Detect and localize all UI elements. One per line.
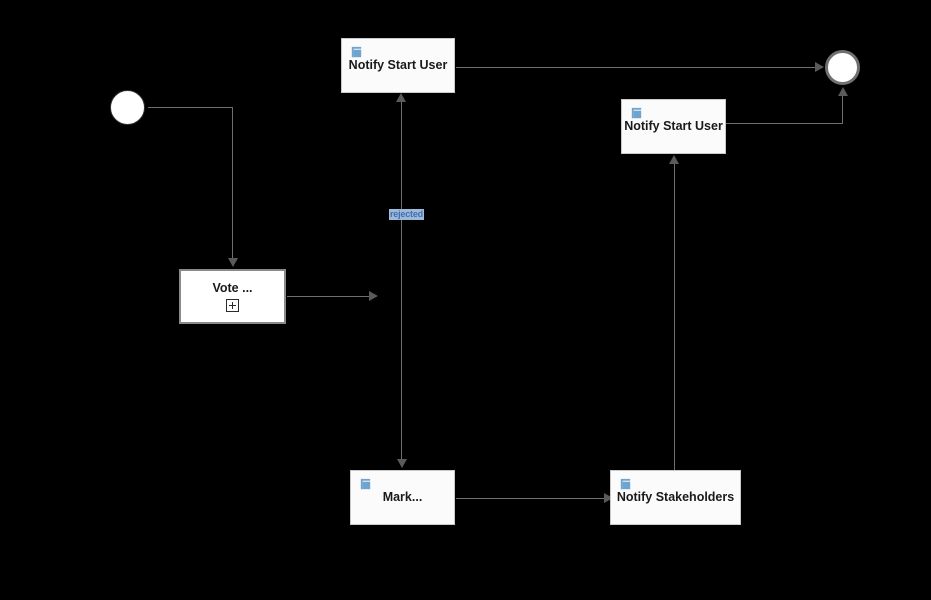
flow-start-to-vote-segment-v[interactable]	[232, 107, 233, 260]
script-task-icon	[618, 477, 633, 492]
start-event[interactable]	[110, 90, 145, 125]
flow-label-rejected[interactable]: rejected	[389, 209, 424, 220]
task-label: Mark...	[382, 490, 423, 505]
flow-vote-to-gateway-segment[interactable]	[287, 296, 373, 297]
script-task-icon	[358, 477, 373, 492]
subprocess-plus-icon[interactable]	[226, 299, 239, 313]
flow-gateway-to-notify-top-segment[interactable]	[401, 100, 402, 296]
script-task-icon	[349, 45, 364, 60]
flow-notify-top-to-end-arrowhead	[815, 62, 824, 72]
flow-notify-right-to-end-arrowhead	[838, 87, 848, 96]
flow-mark-to-stakeholders-segment[interactable]	[456, 498, 610, 499]
flow-stakeholders-to-notify-right-arrowhead	[669, 155, 679, 164]
flow-gateway-to-mark-arrowhead	[397, 459, 407, 468]
flow-stakeholders-to-notify-right-segment[interactable]	[674, 162, 675, 473]
task-notify-start-user-right[interactable]: Notify Start User	[621, 99, 726, 154]
task-label: Vote ...	[212, 280, 253, 295]
flow-mark-to-stakeholders-arrowhead	[604, 493, 613, 503]
task-notify-stakeholders[interactable]: Notify Stakeholders	[610, 470, 741, 525]
flow-gateway-to-mark-segment[interactable]	[401, 296, 402, 463]
flow-notify-right-to-end-segment-v[interactable]	[842, 94, 843, 124]
exclusive-gateway[interactable]	[381, 276, 421, 316]
end-event[interactable]	[825, 50, 860, 85]
flow-vote-to-gateway-arrowhead	[369, 291, 378, 301]
task-label: Notify Start User	[624, 119, 723, 134]
task-vote-subprocess[interactable]: Vote ...	[179, 269, 286, 324]
flow-start-to-vote-segment-h[interactable]	[148, 107, 233, 108]
flow-start-to-vote-arrowhead	[228, 258, 238, 267]
flow-notify-top-to-end-segment[interactable]	[456, 67, 822, 68]
task-label: Notify Start User	[348, 58, 448, 73]
flow-notify-right-to-end-segment-h[interactable]	[726, 123, 843, 124]
task-content: Vote ...	[206, 280, 258, 313]
task-mark[interactable]: Mark...	[350, 470, 455, 525]
flow-gateway-to-notify-top-arrowhead	[396, 93, 406, 102]
script-task-icon	[629, 106, 644, 121]
task-label: Notify Stakeholders	[616, 490, 735, 505]
task-notify-start-user-top[interactable]: Notify Start User	[341, 38, 455, 93]
